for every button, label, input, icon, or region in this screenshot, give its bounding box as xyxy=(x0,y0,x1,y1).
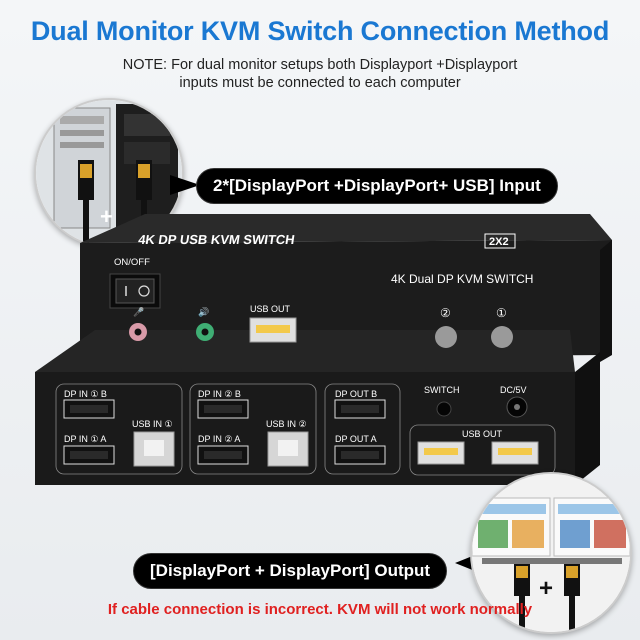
plus-sign-monitor: + xyxy=(539,575,553,602)
computer-inset-image: + xyxy=(34,98,184,248)
dp-in-2a-label: DP IN ② A xyxy=(198,434,240,444)
power-switch-label: ON/OFF xyxy=(114,257,150,268)
output-callout: [DisplayPort + DisplayPort] Output xyxy=(133,553,448,589)
dp-in-2b-label: DP IN ② B xyxy=(198,389,241,399)
usb-in-1-label: USB IN ① xyxy=(132,419,173,429)
monitor-inset-image: + xyxy=(470,472,632,634)
input-callout: 2*[DisplayPort +DisplayPort+ USB] Input xyxy=(196,168,558,204)
svg-text:🔊: 🔊 xyxy=(198,306,209,318)
dp-out-a-label: DP OUT A xyxy=(335,434,377,444)
dp-out-b-label: DP OUT B xyxy=(335,389,377,399)
button-1-label: ① xyxy=(496,306,507,320)
dc-port-label: DC/5V xyxy=(500,385,527,395)
page-title: Dual Monitor KVM Switch Connection Metho… xyxy=(30,16,610,46)
usb-in-2-label: USB IN ② xyxy=(266,419,307,429)
dp-in-1a-label: DP IN ① A xyxy=(64,434,106,444)
monitors-illustration: + xyxy=(472,474,630,632)
svg-text:🎤: 🎤 xyxy=(133,306,144,317)
usb-out-front-label: USB OUT xyxy=(250,304,291,314)
warning-text: If cable connection is incorrect. KVM wi… xyxy=(107,601,533,618)
button-2-label: ② xyxy=(440,306,451,320)
plus-sign-pc: + xyxy=(100,204,113,229)
dp-in-1b-label: DP IN ① B xyxy=(64,389,107,399)
note-line-1: NOTE: For dual monitor setups both Displ… xyxy=(122,57,518,73)
note-text: NOTE: For dual monitor setups both Displ… xyxy=(0,56,640,92)
device-top-badge: 2X2 xyxy=(489,236,509,248)
front-panel-label: 4K Dual DP KVM SWITCH xyxy=(391,272,533,286)
computer-illustration: + xyxy=(36,100,182,246)
usb-out-rear-label: USB OUT xyxy=(462,429,503,439)
note-line-2: inputs must be connected to each compute… xyxy=(179,75,461,91)
switch-port-label: SWITCH xyxy=(424,385,460,395)
